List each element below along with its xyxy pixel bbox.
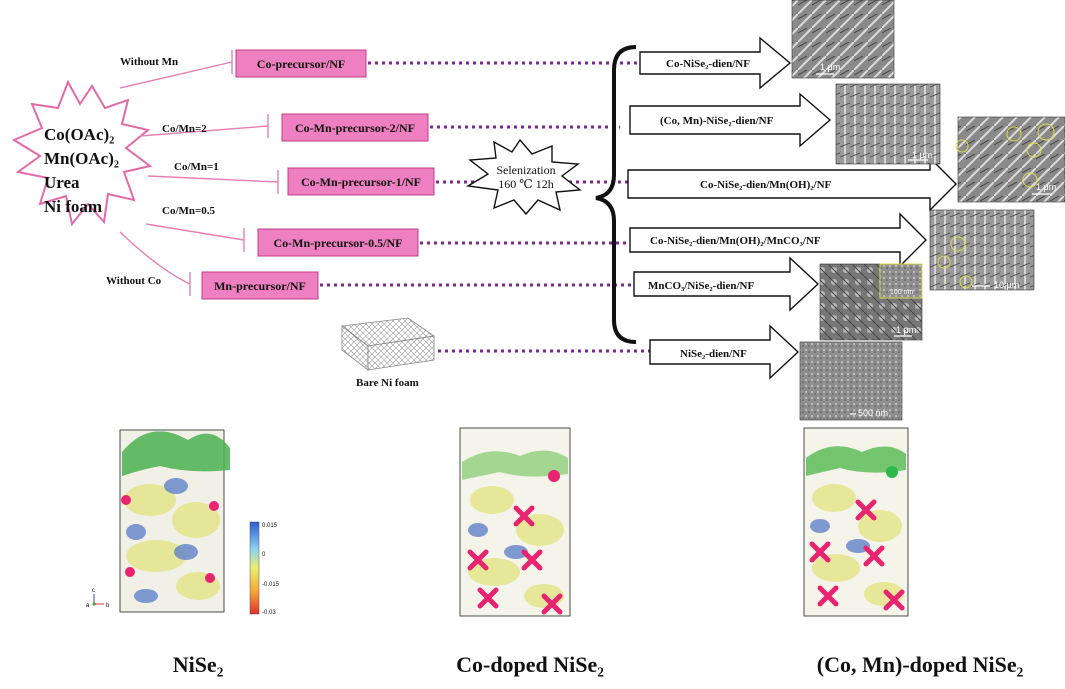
sem-image-3: 1 μm — [955, 116, 1065, 203]
precursor-label-2: Co-Mn-precursor-2/NF — [295, 121, 415, 135]
sem-scale-2: 1 μm — [912, 150, 932, 160]
sem-scale-5: 1 μm — [896, 325, 916, 335]
product-brace — [595, 45, 637, 344]
co-doped-nise2-structure-model — [459, 427, 571, 617]
axis-indicator: c a b — [86, 588, 110, 609]
branch-line-5 — [119, 231, 191, 285]
colorbar-tick-1: 0.015 — [262, 523, 278, 529]
sem-inset-scale: 100 nm — [890, 289, 914, 296]
colorbar-tick-2: 0 — [262, 552, 266, 558]
branch-line-4 — [145, 223, 245, 241]
product-arrow-6: NiSe₂-dien/NF — [649, 324, 800, 380]
co-mn-doped-nise2-structure-model — [803, 427, 909, 617]
sem-image-6: 500 nm — [799, 341, 903, 421]
sem-scale-1: 1 μm — [820, 62, 840, 72]
selenization-line-2: 160 ℃ 12h — [498, 177, 553, 191]
branch-label-co-mn-2: Co/Mn=2 — [162, 123, 207, 135]
sem-scale-6: 500 nm — [858, 408, 888, 418]
product-label-1: Co-NiSe₂-dien/NF — [666, 58, 750, 70]
precursor-label-1: Co-precursor/NF — [257, 57, 345, 71]
precursor-label-5: Mn-precursor/NF — [214, 279, 306, 293]
selenization-burst: Selenization 160 ℃ 12h — [465, 138, 582, 216]
sem-image-4: 10 μm — [929, 209, 1035, 291]
precursor-box-5: Mn-precursor/NF — [201, 271, 319, 300]
precursor-star: Co(OAc)₂ Mn(OAc)₂ Urea Ni foam — [11, 79, 153, 227]
branch-line-2 — [139, 125, 269, 137]
precursor-box-2: Co-Mn-precursor-2/NF — [281, 113, 429, 142]
axis-label-a: a — [86, 603, 90, 609]
selenization-line-1: Selenization — [496, 163, 555, 177]
precursor-box-3: Co-Mn-precursor-1/NF — [287, 167, 435, 196]
product-label-3: Co-NiSe₂-dien/Mn(OH)₂/NF — [700, 179, 832, 191]
branch-label-without-mn: Without Mn — [120, 56, 178, 68]
star-line-4: Ni foam — [44, 197, 102, 216]
branch-line-1 — [119, 61, 233, 89]
bare-ni-foam-label: Bare Ni foam — [356, 377, 419, 389]
model-title-3: (Co, Mn)-doped NiSe₂ — [817, 652, 1024, 677]
sem-image-5: 100 nm 1 μm — [819, 263, 923, 341]
product-arrow-3: Co-NiSe₂-dien/Mn(OH)₂/NF — [627, 156, 957, 212]
model-title-1: NiSe₂ — [173, 652, 224, 677]
product-arrow-1: Co-NiSe₂-dien/NF — [639, 36, 792, 90]
precursor-box-4: Co-Mn-precursor-0.5/NF — [257, 228, 419, 257]
sem-image-1: 1 μm — [791, 0, 895, 79]
branch-label-co-mn-0-5: Co/Mn=0.5 — [162, 205, 216, 217]
axis-label-c: c — [92, 588, 95, 594]
product-label-5: MnCO₃/NiSe₂-dien/NF — [648, 280, 754, 292]
precursor-label-3: Co-Mn-precursor-1/NF — [301, 175, 421, 189]
sem-scale-3: 1 μm — [1036, 182, 1056, 192]
sem-scale-4: 10 μm — [994, 280, 1019, 290]
precursor-label-4: Co-Mn-precursor-0.5/NF — [274, 236, 403, 250]
dotted-connectors — [320, 61, 660, 353]
product-arrow-5: MnCO₃/NiSe₂-dien/NF — [633, 256, 820, 312]
colorbar-tick-3: -0.015 — [262, 582, 280, 588]
star-shape — [11, 79, 153, 227]
product-arrow-4: Co-NiSe₂-dien/Mn(OH)₂/MnCO₃/NF — [629, 212, 927, 268]
branch-line-3 — [147, 175, 279, 183]
star-line-3: Urea — [44, 173, 80, 192]
product-label-6: NiSe₂-dien/NF — [680, 348, 747, 360]
star-line-1: Co(OAc)₂ — [44, 125, 114, 144]
bare-ni-foam-image — [340, 317, 436, 371]
sem-image-2: 1 μm — [835, 83, 941, 165]
star-line-2: Mn(OAc)₂ — [44, 149, 119, 168]
colorbar-tick-4: -0.03 — [262, 610, 276, 616]
product-label-4: Co-NiSe₂-dien/Mn(OH)₂/MnCO₃/NF — [650, 235, 821, 247]
product-arrow-2: (Co, Mn)-NiSe₂-dien/NF — [629, 92, 832, 148]
model-title-2: Co-doped NiSe₂ — [456, 652, 604, 677]
product-label-2: (Co, Mn)-NiSe₂-dien/NF — [660, 115, 774, 127]
branch-lines — [119, 50, 279, 296]
nise2-structure-model — [119, 429, 230, 613]
branch-label-co-mn-1: Co/Mn=1 — [174, 161, 219, 173]
axis-label-b: b — [106, 603, 110, 609]
precursor-box-1: Co-precursor/NF — [235, 49, 367, 78]
branch-label-without-co: Without Co — [106, 275, 162, 287]
colorbar: 0.015 0 -0.015 -0.03 — [249, 521, 280, 616]
